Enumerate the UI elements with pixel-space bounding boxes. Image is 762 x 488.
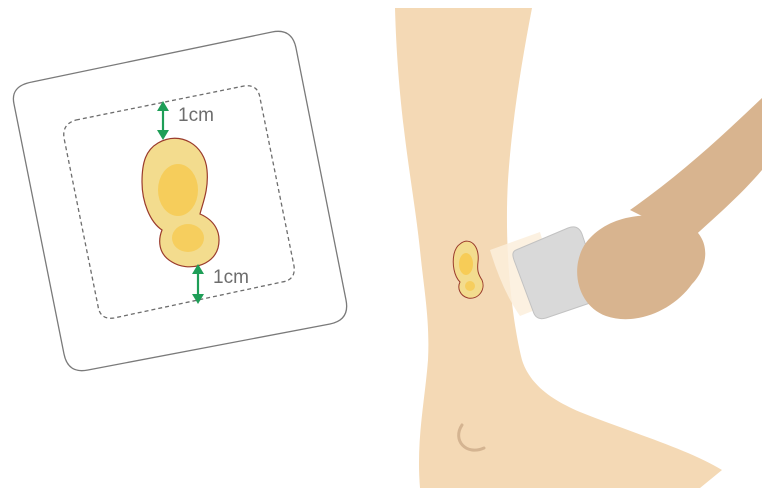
bottom-margin-label: 1cm (213, 267, 249, 288)
dressing-panel: 1cm 1cm (13, 31, 346, 370)
wound-core-lower (172, 224, 204, 252)
wound-core-upper (158, 164, 198, 216)
hand (577, 216, 705, 320)
hand-applying-dressing-icon (513, 98, 762, 319)
top-margin-label: 1cm (178, 105, 214, 126)
